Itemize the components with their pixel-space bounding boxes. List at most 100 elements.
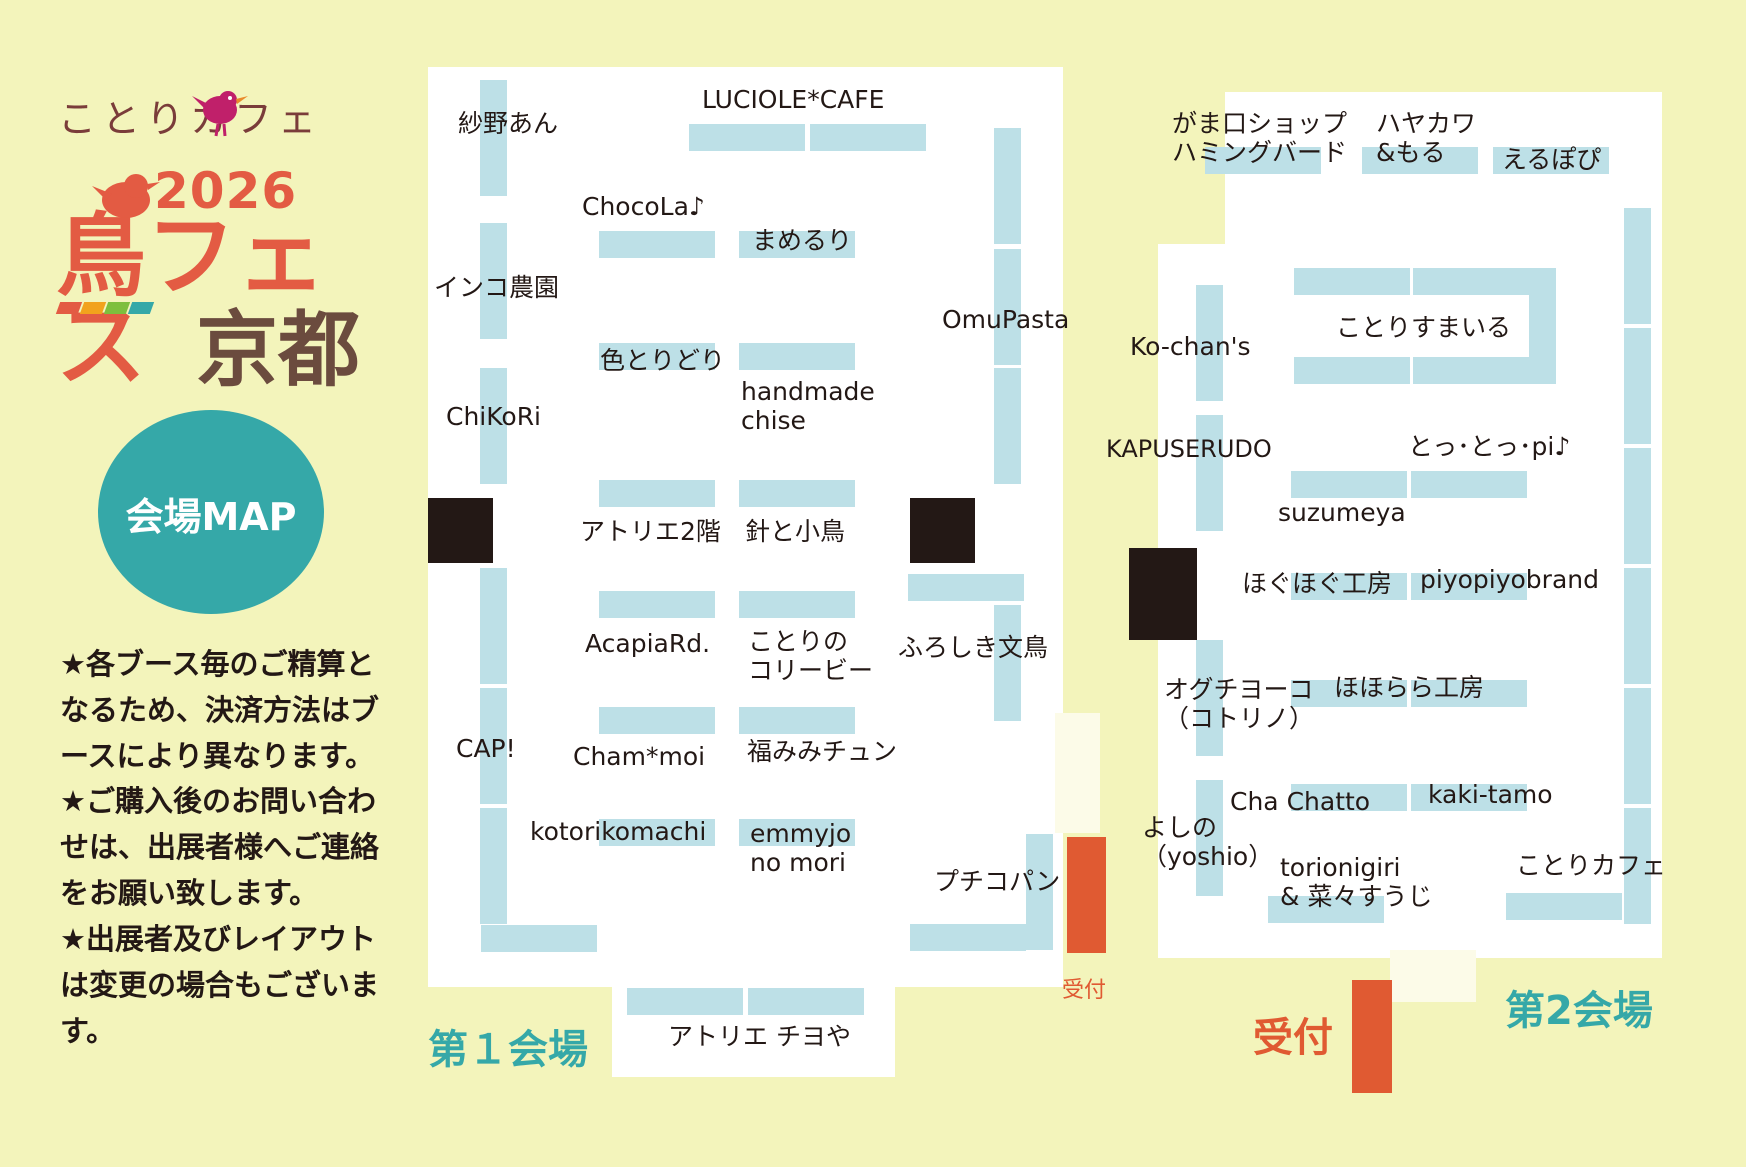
booth [739,231,855,258]
booth [1196,285,1223,401]
booth-mameruri: まめるり [752,226,853,255]
booth [481,925,597,952]
booth [908,574,1024,601]
booth-chammoi: Cham*moi [573,742,706,771]
booth [1026,834,1053,950]
booth [739,480,855,507]
booth [739,819,855,846]
reception-label-small: 受付 [1062,978,1107,1003]
booth [1624,568,1651,684]
booth [1411,573,1527,600]
booth-kotorikomachi: kotorikomachi [530,817,707,846]
booth-tottopi: とっ･とっ･pi♪ [1408,432,1571,461]
entrance-area [1390,950,1476,1002]
pillar [910,498,975,563]
booth-handmade: handmade chise [741,377,875,435]
booth-piyopiyo: piyopiyobrand [1420,565,1599,594]
booth [748,988,864,1015]
event-location: 京都 [196,303,361,398]
booth [1294,357,1410,384]
booth [599,231,715,258]
reception-desk-large [1352,980,1392,1093]
booth [1196,640,1223,756]
booth-suzumeya: suzumeya [1278,498,1406,527]
event-title: 鳥フェス [56,204,326,399]
booth [599,480,715,507]
booth [480,688,507,804]
booth-inko: インコ農園 [434,273,560,302]
map-badge-label: 会場MAP [125,495,297,539]
booth [1413,268,1529,295]
booth [1268,896,1384,923]
booth-kotorino: ことりの コリービー [748,627,874,685]
booth-kotoricafe: ことりカフェ [1516,851,1667,880]
booth [627,988,743,1015]
booth [480,808,507,924]
booth [739,591,855,618]
booth [1294,268,1410,295]
booth-fukumimi: 福みみチュン [747,737,898,766]
booth [1362,147,1478,174]
pillar [428,498,493,563]
booth-luciole: LUCIOLE*CAFE [702,85,885,114]
booth [1411,471,1527,498]
booth-furoshiki: ふろしき文鳥 [898,633,1049,662]
booth-hayakawa: ハヤカワ &もる [1376,109,1477,167]
booth [480,223,507,339]
booth [599,343,715,370]
booth [994,368,1021,484]
booth-kochans: Ko-chan's [1130,332,1251,361]
map-badge [98,410,324,614]
booth-gamaguchi: がま口ショップ ハミングバード [1172,109,1348,167]
notes: ★各ブース毎のご精算となるため、決済方法はブースにより異なります。 ★ご購入後の… [60,642,390,1054]
booth-chachatto: Cha Chatto [1230,787,1371,816]
booth-omupasta: OmuPasta [942,305,1070,334]
booth-yoshino: よしの （yoshio） [1142,813,1274,871]
booth [599,707,715,734]
booth-chocola: ChocoLa♪ [582,192,705,221]
hall2-floor-main [1158,244,1662,958]
reception-label-large: 受付 [1253,1015,1333,1061]
hall2-label: 第2会場 [1505,988,1653,1034]
booth [689,124,805,151]
booth [1413,357,1529,384]
booth [810,124,926,151]
booth-atelier2: アトリエ2階 [580,517,721,546]
booth [599,591,715,618]
booth [1529,268,1556,384]
booth [1506,893,1622,920]
booth-hohorara: ほほらら工房 [1334,673,1485,702]
booth [1205,147,1321,174]
booth-smile: ことりすまいる [1336,313,1512,342]
booth-acapia: AcapiaRd. [585,629,711,658]
booth [994,249,1021,365]
booth-erupopi: えるぽぴ [1502,145,1602,174]
reception-desk-small [1067,837,1106,953]
booth-hoguhogu: ほぐほぐ工房 [1242,569,1393,598]
booth [1624,328,1651,444]
booth-puchikopan: プチコパン [934,867,1061,896]
booth-sayano: 紗野あん [458,109,559,138]
booth [739,707,855,734]
brand-logo: ことりカフェ [58,82,398,142]
booth [1291,680,1407,707]
booth-kakitamo: kaki-tamo [1428,780,1553,809]
booth [1291,471,1407,498]
booth [1493,147,1609,174]
booth-oguchi: オグチヨーコ （コトリノ） [1164,675,1315,733]
booth-irotoridori: 色とりどり [600,346,726,375]
booth [910,924,1026,951]
entrance-area [1055,713,1100,833]
brand-name: ことりカフェ [58,97,323,141]
booth [994,128,1021,244]
booth [480,568,507,684]
event-year: 2026 [154,162,298,220]
booth [1196,780,1223,896]
booth [739,343,855,370]
booth [599,819,715,846]
booth [1196,415,1223,531]
booth-cap: CAP! [456,734,516,763]
booth [994,605,1021,721]
note-payment: ★各ブース毎のご精算となるため、決済方法はブースにより異なります。 [60,647,380,773]
booth [1624,208,1651,324]
